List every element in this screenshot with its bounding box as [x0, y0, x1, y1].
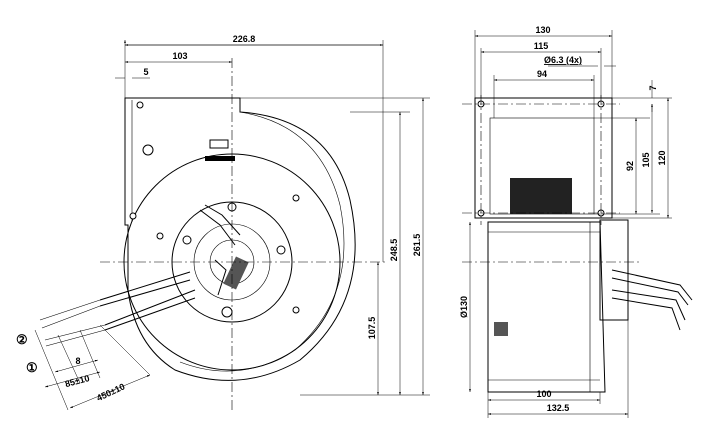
dim-plate-width: 130	[535, 25, 550, 35]
dim-hole-dia: Ø6.3 (4x)	[544, 55, 582, 65]
dim-center-height: 107.5	[367, 317, 377, 340]
callout-2: ②	[16, 332, 28, 347]
dim-hole-spacing: 115	[534, 41, 549, 51]
dim-overall-depth: 132.5	[547, 403, 570, 413]
motor-fins	[510, 178, 572, 214]
dim-motor-dia: Ø130	[459, 296, 469, 318]
dim-sleeve: 85±10	[64, 373, 91, 389]
arrow-label	[209, 139, 229, 149]
mounting-plate	[474, 97, 613, 219]
dim-flange: 5	[143, 67, 148, 77]
front-view: 226.8 103 5 261.5 248.5 107.5 8 85±10 45…	[16, 34, 430, 411]
terminal-box	[599, 219, 629, 321]
dim-center-offset: 103	[172, 51, 187, 61]
dim-motor-depth: 100	[536, 389, 551, 399]
side-view: 130 115 Ø6.3 (4x) 94 7 92 105 120 Ø130 1…	[459, 25, 693, 418]
motor-body	[487, 221, 606, 393]
dim-cable: 450±10	[95, 381, 126, 403]
dim-height-overall: 261.5	[412, 234, 422, 257]
dim-hole-spacing-v: 105	[641, 152, 651, 167]
callout-1: ①	[26, 360, 38, 375]
dim-offset: 7	[648, 85, 658, 90]
dim-overall-width: 226.8	[233, 34, 256, 44]
dim-strip: 8	[75, 356, 80, 366]
vent-slot	[494, 322, 508, 336]
dim-outlet-width: 94	[537, 69, 547, 79]
dim-plate-height: 120	[657, 150, 667, 165]
housing-outline	[124, 97, 356, 381]
dim-height-inner: 248.5	[389, 239, 399, 262]
dim-outlet-height: 92	[625, 161, 635, 171]
